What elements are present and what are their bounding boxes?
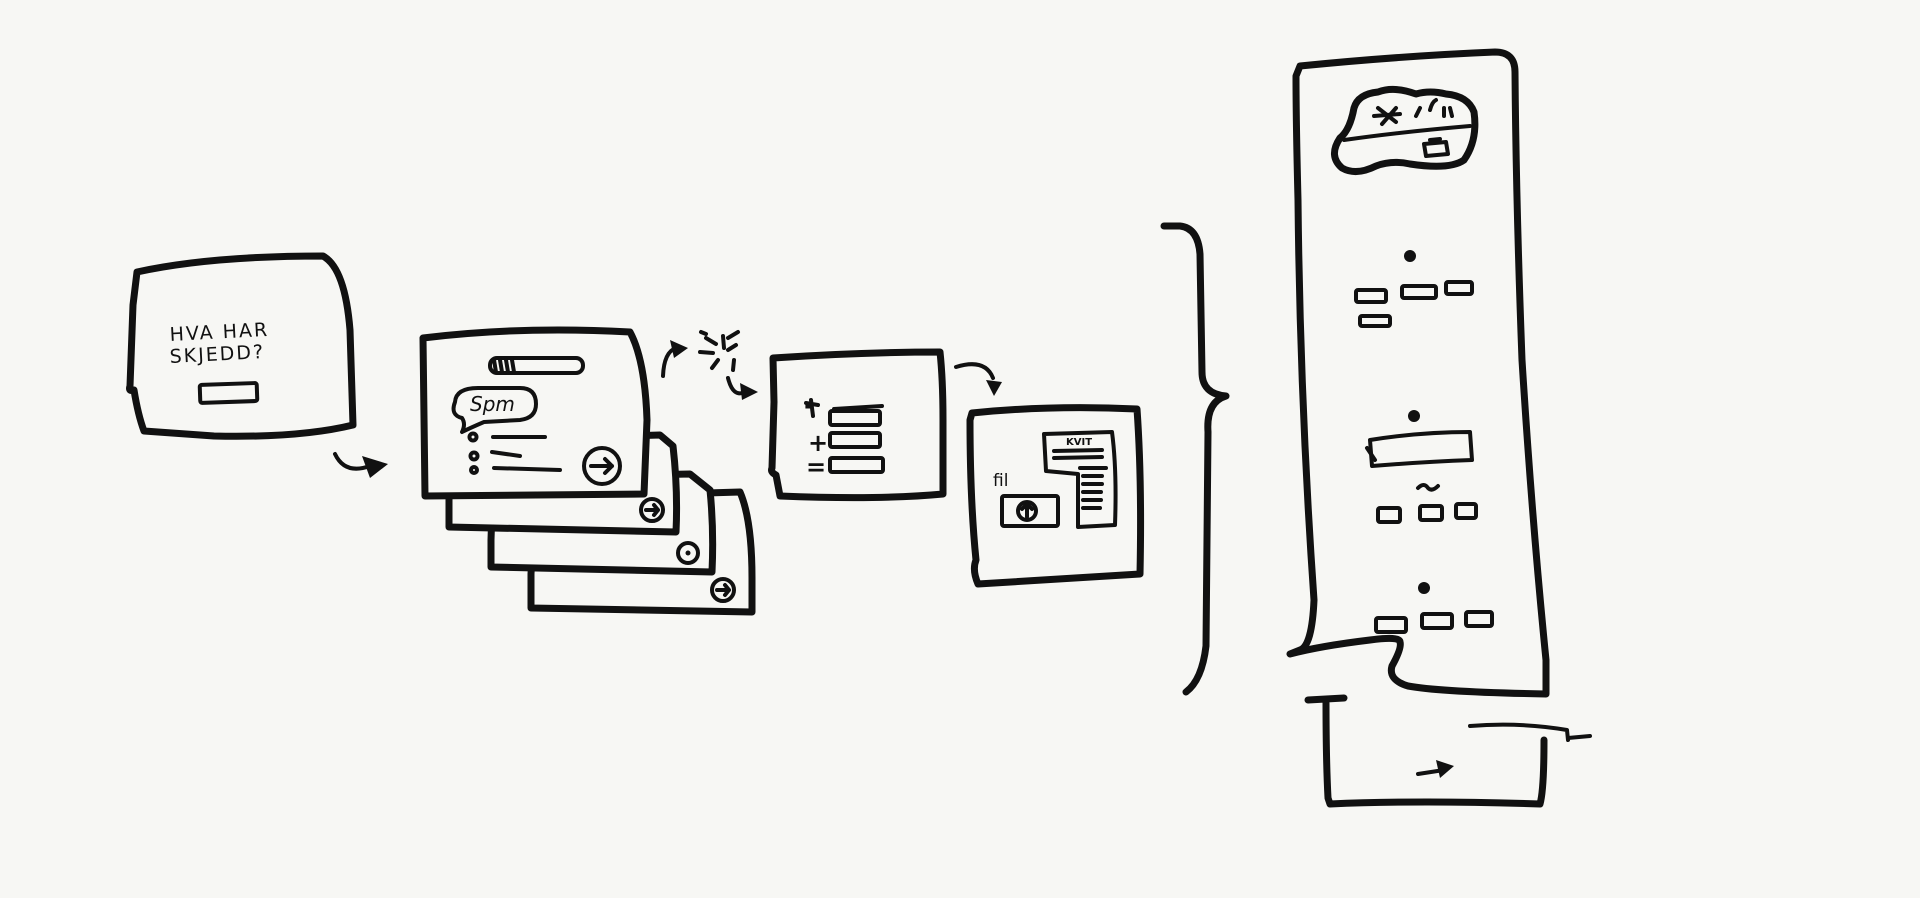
phone-overview <box>1286 48 1550 698</box>
next-icon-card-2[interactable] <box>676 541 700 565</box>
arrow-to-sparkle <box>661 340 688 378</box>
screen-what-happened-title-line2: SKJEDD? <box>169 341 266 368</box>
answer-option-1-radio[interactable] <box>467 431 479 443</box>
overview-section-1 <box>1354 250 1474 328</box>
arrow-to-summary <box>726 376 758 400</box>
receipt-card <box>1042 430 1118 529</box>
screen-what-happened-title-line1: HVA HAR <box>169 319 270 346</box>
question-bubble-label: Spm <box>470 392 515 416</box>
progress-bar <box>488 356 585 375</box>
screen-what-happened: HVA HAR SKJEDD? <box>126 252 357 440</box>
upload-button[interactable] <box>1000 494 1060 528</box>
header-illustration <box>1331 85 1479 175</box>
sparkle-icon <box>698 330 740 372</box>
section-3-item-3[interactable] <box>1464 610 1494 628</box>
income-field[interactable] <box>828 431 882 449</box>
section-3-item-1[interactable] <box>1374 616 1408 634</box>
summary-screen: - + = <box>768 348 947 502</box>
arrow-to-upload <box>954 362 1002 396</box>
bottom-action-panel <box>1304 694 1592 808</box>
expense-field[interactable] <box>828 409 882 427</box>
receipt-title: KVIT <box>1066 437 1092 448</box>
section-2-item-3[interactable] <box>1454 502 1478 520</box>
file-label: fil <box>993 471 1008 491</box>
continue-arrow-icon[interactable] <box>1416 760 1454 778</box>
section-2-input[interactable] <box>1368 430 1474 468</box>
answer-option-2-radio[interactable] <box>468 450 480 462</box>
section-1-item-4[interactable] <box>1358 314 1392 328</box>
answer-option-3-radio[interactable] <box>469 465 479 475</box>
arrow-screen1-to-screen2 <box>333 452 388 478</box>
total-field[interactable] <box>828 456 885 474</box>
grouping-brace <box>1160 222 1230 696</box>
section-3-item-2[interactable] <box>1420 612 1454 630</box>
section-2-item-2[interactable] <box>1418 504 1444 522</box>
plus-symbol: + <box>808 429 828 457</box>
next-question-button[interactable] <box>582 446 622 486</box>
minus-symbol: - <box>804 391 815 421</box>
overview-section-2 <box>1365 410 1478 524</box>
section-1-item-1[interactable] <box>1354 288 1388 304</box>
next-icon-card-3[interactable] <box>710 577 736 603</box>
start-button[interactable] <box>197 381 260 405</box>
question-bubble <box>451 386 538 434</box>
equals-symbol: = <box>806 453 826 481</box>
section-1-item-2[interactable] <box>1400 284 1438 300</box>
question-card-stack: Spm <box>419 326 756 616</box>
section-2-item-1[interactable] <box>1376 506 1402 524</box>
next-icon-card-1[interactable] <box>639 497 665 523</box>
upload-screen: KVIT fil <box>966 404 1145 588</box>
overview-section-3 <box>1374 582 1494 634</box>
section-1-item-3[interactable] <box>1444 280 1474 296</box>
